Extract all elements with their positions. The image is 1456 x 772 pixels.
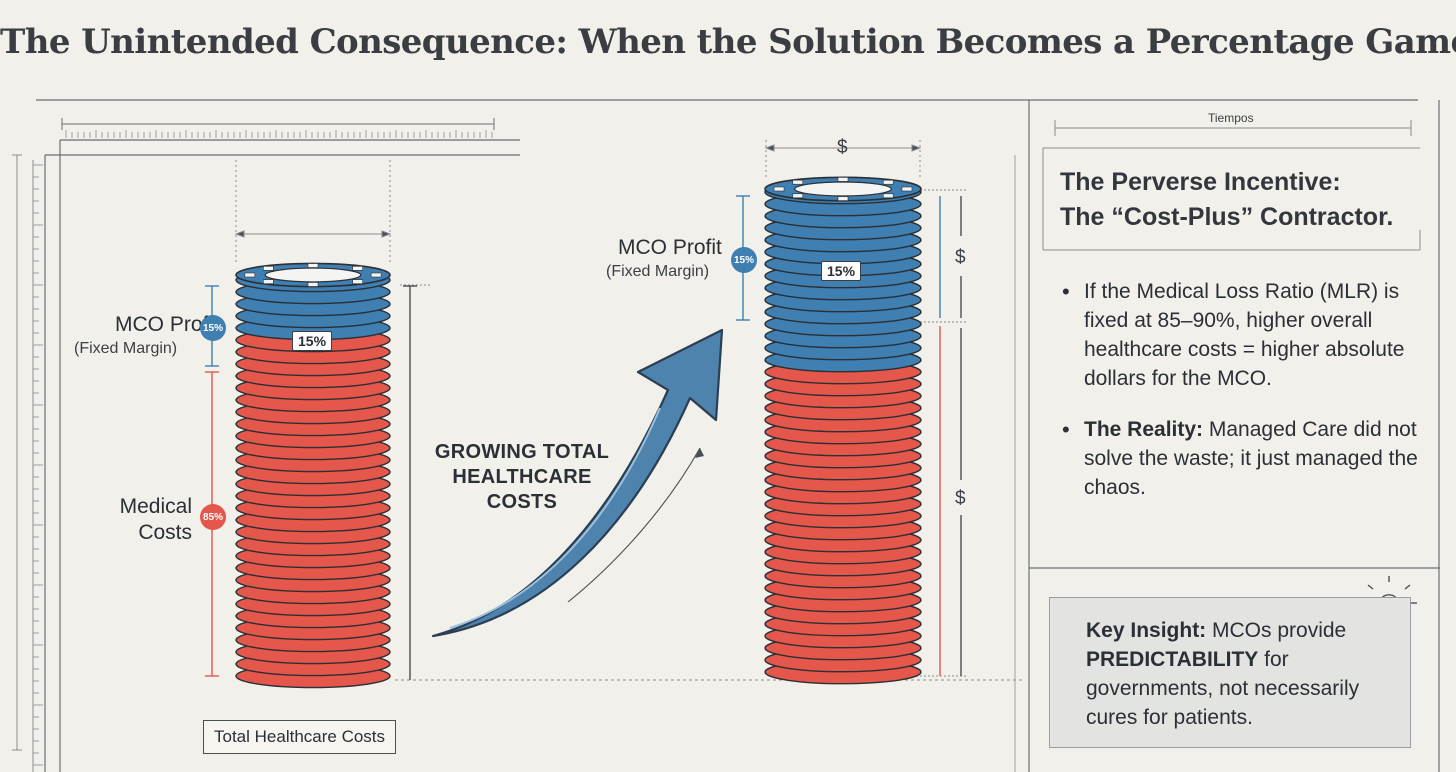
insight-text2: for governments, not necessarily cures f… [1086,648,1360,729]
chip-edge-spot [792,193,804,199]
bullet-reality-bold: The Reality: [1084,418,1204,441]
chip-top-center [264,267,362,283]
medical-costs-line1: Medical [119,495,192,518]
medical-badge: 85% [200,504,226,530]
growing-line3: COSTS [486,491,558,513]
top-ruler [61,118,495,130]
chip-edge-spot [370,272,382,278]
growing-line1: GROWING TOTAL [434,441,610,463]
bullet-reality: The Reality: Managed Care did not solve … [1062,415,1422,502]
dimension-arrows [205,195,962,680]
total-healthcare-costs-label: Total Healthcare Costs [203,720,397,754]
chip-edge-spot [263,279,274,284]
key-insight-box: Key Insight: MCOs provide PREDICTABILITY… [1049,597,1411,748]
left-mco-profit-label: MCO Profit [115,313,219,336]
growing-line2: HEALTHCARE [452,466,592,488]
chip-edge-spot [773,186,785,192]
page-title: The Unintended Consequence: When the Sol… [0,22,1456,62]
chip-edge-spot [307,282,319,287]
chip-edge-spot [307,263,319,268]
panel-heading: The Perverse Incentive: The “Cost-Plus” … [1060,165,1430,235]
bullet-mlr: If the Medical Loss Ratio (MLR) is fixed… [1062,277,1422,393]
bullet-reality-text: Managed Care did not solve the waste; it… [1084,418,1418,499]
chip-edge-spot [837,196,849,201]
insight-bold1: Key Insight: [1086,619,1207,642]
insight-text1: MCOs provide [1206,619,1347,642]
panel-heading-line1: The Perverse Incentive: [1060,168,1341,196]
growing-arrow [431,328,724,638]
bullet-list: If the Medical Loss Ratio (MLR) is fixed… [1062,277,1422,524]
chip-edge-spot [792,179,804,185]
top-dollar: $ [837,137,848,158]
left-ruler [12,154,34,772]
side-dollar-upper: $ [955,247,966,268]
left-profit-badge: 15% [200,315,226,341]
frame-lines [36,99,1440,772]
right-profit-tag: 15% [821,261,862,281]
growing-costs-label: GROWING TOTAL HEALTHCARE COSTS [432,440,612,515]
panel-heading-line2: The “Cost-Plus” Contractor. [1060,203,1394,231]
chip-edge-spot [352,279,363,284]
chip-edge-spot [882,179,894,185]
top-ruler-ticks [65,130,493,138]
medical-costs-label: Medical Costs [100,494,192,546]
chip-edge-spot [882,193,894,199]
insight-bold2: PREDICTABILITY [1086,648,1259,671]
left-ruler-ticks [33,164,43,766]
chip-edge-spot [901,186,913,192]
right-mco-profit-sub: (Fixed Margin) [606,263,710,280]
ruler-label: Tiempos [1208,111,1254,125]
left-profit-tag: 15% [292,331,333,351]
chip-edge-spot [352,266,363,271]
chip-edge-spot [263,266,274,271]
right-profit-badge: 15% [731,247,757,273]
side-dollar-lower: $ [955,488,966,509]
medical-costs-line2: Costs [138,521,192,544]
chip-top-center [794,181,892,197]
right-chip-stack [764,176,922,685]
chip-edge-spot [837,177,849,182]
guide-lines [234,120,1421,772]
chip-edge-spot [244,272,256,278]
left-chip-stack [235,262,391,689]
right-mco-profit-label: MCO Profit [618,236,722,259]
left-mco-profit-sub: (Fixed Margin) [74,340,178,357]
